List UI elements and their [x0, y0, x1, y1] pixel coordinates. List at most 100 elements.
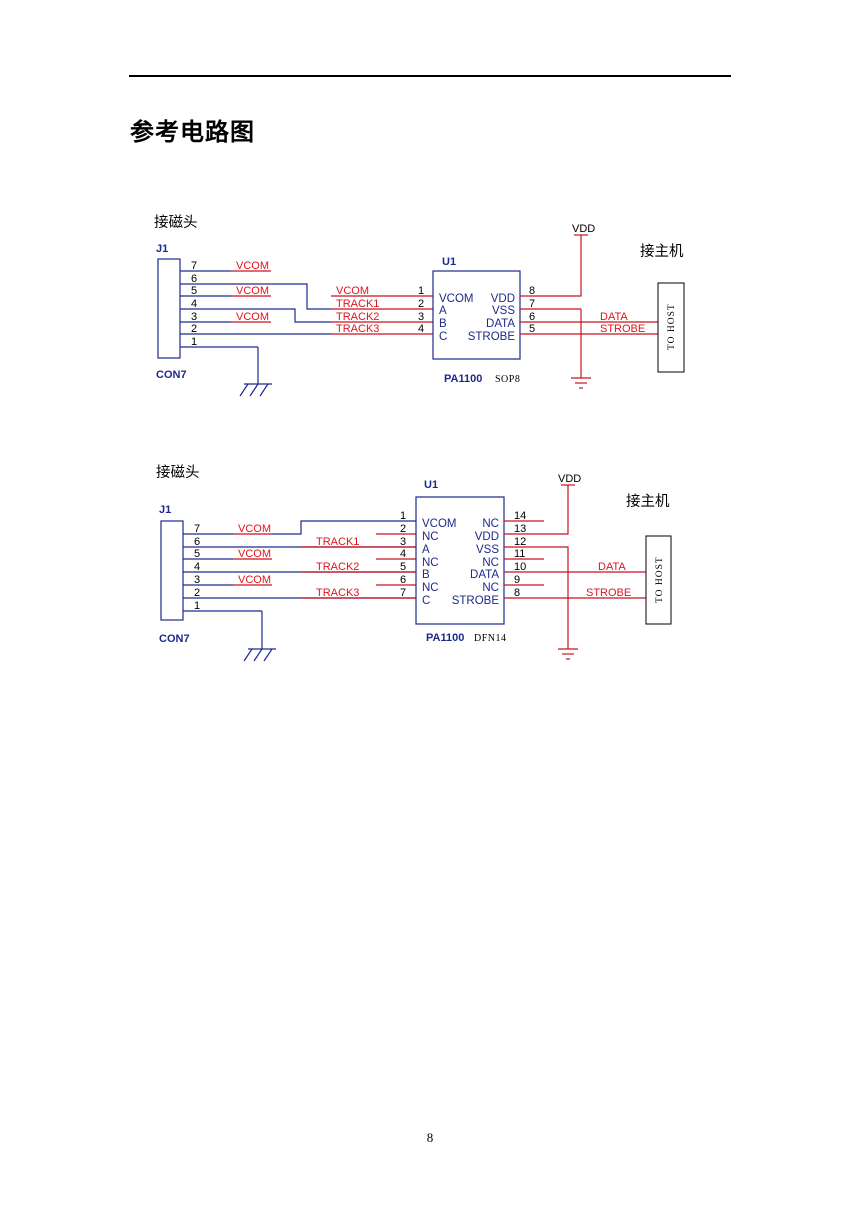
vcom-label-pin7: VCOM	[238, 523, 271, 535]
to-host-box	[657, 282, 685, 373]
chip-pin-num-7: 7	[529, 298, 535, 310]
chip-pin-b: B	[439, 318, 447, 330]
connector-pin-2: 2	[194, 587, 200, 599]
chip-pin-data: DATA	[470, 569, 499, 581]
net-vcom: VCOM	[336, 285, 369, 297]
chip-u1-dfn14	[415, 496, 505, 625]
chip-pin-num-5: 5	[400, 561, 406, 573]
connector-pin-7: 7	[191, 260, 197, 272]
connector-name: CON7	[159, 633, 190, 645]
vdd-label: VDD	[572, 223, 595, 235]
chip-pin-num-2: 2	[418, 298, 424, 310]
chip-pin-num-7: 7	[400, 587, 406, 599]
vcom-label-pin3: VCOM	[236, 311, 269, 323]
chip-pin-num-13: 13	[514, 523, 526, 535]
ground-symbol-left	[239, 347, 272, 397]
chip-pin-num-14: 14	[514, 510, 526, 522]
chip-pin-b: B	[422, 569, 430, 581]
chip-pin-num-3: 3	[400, 536, 406, 548]
chip-ref: U1	[442, 256, 456, 268]
signal-wires-left	[233, 520, 416, 599]
connector-pin-3: 3	[194, 574, 200, 586]
net-track2: TRACK2	[316, 561, 359, 573]
page-number: 8	[426, 1130, 434, 1145]
chip-pin-num-2: 2	[400, 523, 406, 535]
net-track2: TRACK2	[336, 311, 379, 323]
vcom-label-pin5: VCOM	[236, 285, 269, 297]
connector-pin-4: 4	[191, 298, 197, 310]
chip-pin-a: A	[422, 544, 430, 556]
connector-pin-6: 6	[191, 273, 197, 285]
net-track1: TRACK1	[336, 298, 379, 310]
vdd-label: VDD	[558, 473, 581, 485]
chip-ref: U1	[424, 479, 438, 491]
connector-pin-7: 7	[194, 523, 200, 535]
chip-pin-num-8: 8	[514, 587, 520, 599]
net-track3: TRACK3	[336, 323, 379, 335]
net-track3: TRACK3	[316, 587, 359, 599]
connector-pin-6: 6	[194, 536, 200, 548]
chip-pin-num-9: 9	[514, 574, 520, 586]
chip-pin-data: DATA	[486, 318, 515, 330]
connector-pin-5: 5	[191, 285, 197, 297]
chip-pin-vss: VSS	[476, 544, 499, 556]
circuit-sop8: 接磁头 接主机 J1 CON7 7 6 5 4 3 2 1 VCOM VCOM …	[154, 214, 685, 397]
chip-pin-strobe: STROBE	[452, 595, 500, 607]
chip-pin-vss: VSS	[492, 305, 515, 317]
to-host-label: TO HOST	[655, 556, 665, 603]
chip-name: PA1100	[426, 632, 464, 644]
chip-pin-num-8: 8	[529, 285, 535, 297]
net-data: DATA	[600, 311, 628, 323]
connector-ref: J1	[156, 243, 168, 255]
net-data: DATA	[598, 561, 626, 573]
ground-symbol-left	[243, 611, 276, 662]
signal-wires-right	[520, 234, 658, 389]
signal-wires-right	[504, 484, 646, 660]
signal-wires-left	[231, 283, 433, 335]
vcom-label-pin3: VCOM	[238, 574, 271, 586]
vcom-label-pin5: VCOM	[238, 548, 271, 560]
to-host-box	[645, 535, 672, 625]
chip-pin-a: A	[439, 305, 447, 317]
vcom-label-pin7: VCOM	[236, 260, 269, 272]
connector-j1	[157, 258, 181, 359]
connector-pin-5: 5	[194, 548, 200, 560]
connector-pin-2: 2	[191, 323, 197, 335]
page-title: 参考电路图	[130, 118, 255, 146]
connector-pin-lines	[180, 270, 258, 348]
net-strobe: STROBE	[586, 587, 631, 599]
chip-package: SOP8	[495, 374, 520, 385]
chip-pin-nc-2: NC	[422, 531, 439, 543]
chip-pin-vdd: VDD	[475, 531, 499, 543]
connector-name: CON7	[156, 369, 187, 381]
chip-name: PA1100	[444, 373, 482, 385]
connector-pin-1: 1	[191, 336, 197, 348]
net-track1: TRACK1	[316, 536, 359, 548]
chip-pin-nc-9: NC	[482, 582, 499, 594]
chip-pin-num-4: 4	[418, 323, 424, 335]
host-label: 接主机	[640, 243, 684, 260]
chip-pin-nc-4: NC	[422, 557, 439, 569]
head-label: 接磁头	[154, 214, 198, 231]
chip-pin-vcom: VCOM	[422, 518, 457, 530]
chip-pin-strobe: STROBE	[468, 331, 516, 343]
chip-pin-num-11: 11	[514, 548, 525, 560]
chip-pin-c: C	[439, 331, 447, 343]
header-rule	[129, 75, 731, 77]
chip-pin-num-6: 6	[529, 311, 535, 323]
connector-pin-3: 3	[191, 311, 197, 323]
chip-pin-nc-6: NC	[422, 582, 439, 594]
chip-pin-num-12: 12	[514, 536, 526, 548]
chip-pin-nc-14: NC	[482, 518, 499, 530]
chip-u1-sop8	[432, 270, 521, 360]
chip-pin-num-4: 4	[400, 548, 406, 560]
connector-ref: J1	[159, 504, 171, 516]
to-host-label: TO HOST	[667, 303, 677, 350]
chip-pin-vdd: VDD	[491, 293, 515, 305]
host-label: 接主机	[626, 493, 670, 510]
chip-pin-num-3: 3	[418, 311, 424, 323]
connector-pin-lines	[183, 533, 262, 612]
chip-pin-num-1: 1	[400, 510, 406, 522]
chip-pin-num-10: 10	[514, 561, 526, 573]
